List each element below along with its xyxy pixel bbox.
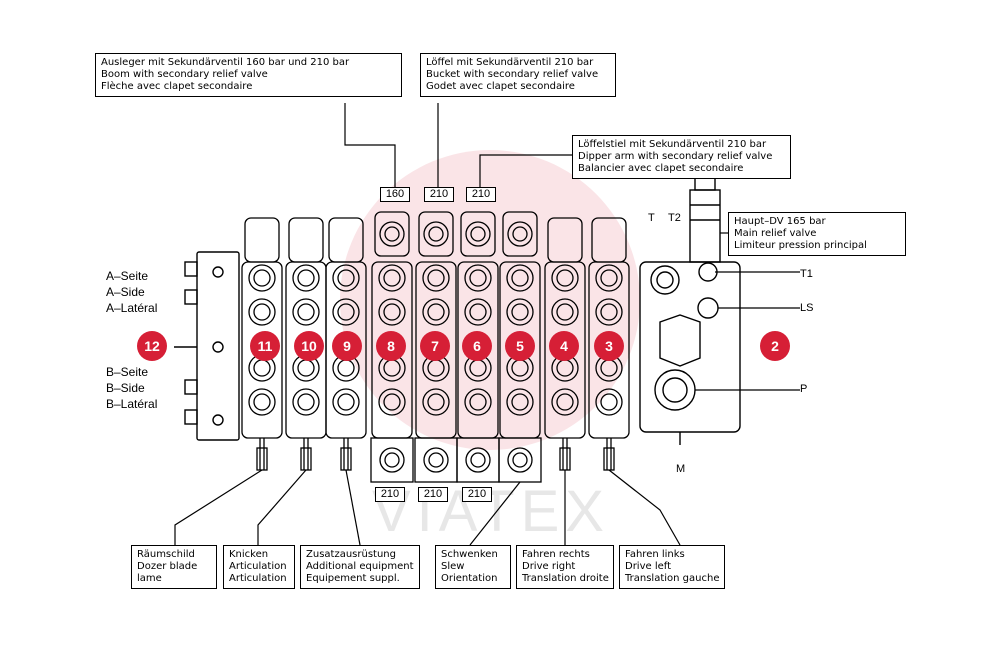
pressure-box-top: 160 [380,187,410,202]
port-m: M [676,463,686,475]
port-t1: T1 [800,268,813,280]
leader-line [479,154,572,187]
pressure-box-bottom: 210 [418,487,448,502]
spool-cap [288,217,324,263]
main-relief-body [639,261,741,433]
leader-line [174,469,263,545]
label-boom: Ausleger mit Sekundärventil 160 bar und … [95,53,402,97]
section-badge: 3 [594,331,624,361]
section-badge: 11 [250,331,280,361]
label-main-relief: Haupt–DV 165 bar Main relief valve Limit… [728,212,906,256]
spool-cap [328,217,364,263]
pressure-box-bottom: 210 [462,487,492,502]
spool-cap [502,211,538,257]
spool-cap [418,211,454,257]
leader-line [608,469,681,546]
label-articulation: Knicken Articulation Articulation [223,545,295,589]
pressure-box-bottom: 210 [375,487,405,502]
b-side-labels: B–Seite B–Side B–Latéral [106,365,158,411]
label-dozer: Räumschild Dozer blade lame [131,545,217,589]
label-drive-left: Fahren links Drive left Translation gauc… [619,545,725,589]
spool-cap [460,211,496,257]
spool-cap [244,217,280,263]
section-badge: 7 [420,331,450,361]
section-badge: 9 [332,331,362,361]
port-t2: T2 [668,212,681,224]
leader-line [345,469,361,546]
section-badge: 8 [376,331,406,361]
section-badge: 5 [505,331,535,361]
port-p: P [800,383,808,395]
spool-cap [591,217,627,263]
leader-line [469,481,521,546]
spool-cap [374,211,410,257]
section-badge: 10 [294,331,324,361]
a-side-labels: A–Seite A–Side A–Latéral [106,269,158,315]
inlet-end-plate [196,251,240,441]
label-slew: Schwenken Slew Orientation [435,545,511,589]
label-dipper: Löffelstiel mit Sekundärventil 210 bar D… [572,135,791,179]
spool-cap [547,217,583,263]
leader-line [344,103,396,187]
watermark-logo [340,150,640,450]
label-additional: Zusatzausrüstung Additional equipment Eq… [300,545,420,589]
section-badge: 2 [760,331,790,361]
section-badge: 6 [462,331,492,361]
pressure-box-top: 210 [424,187,454,202]
label-bucket: Löffel mit Sekundärventil 210 bar Bucket… [420,53,616,97]
port-ls: LS [800,302,814,314]
label-drive-right: Fahren rechts Drive right Translation dr… [516,545,614,589]
pressure-box-top: 210 [466,187,496,202]
section-badge: 4 [549,331,579,361]
section-badge: 12 [137,331,167,361]
port-t: T [648,212,655,224]
leader-line [257,469,307,545]
